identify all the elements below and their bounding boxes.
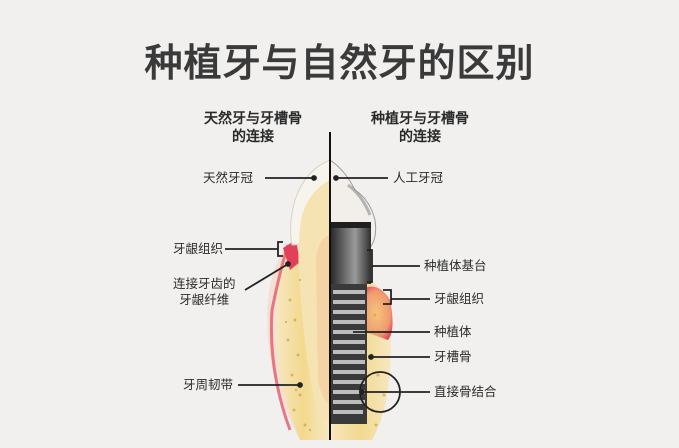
label-natural-crown: 天然牙冠 (203, 170, 254, 185)
label-implant-body: 种植体 (434, 324, 472, 339)
label-artificial-crown: 人工牙冠 (393, 170, 444, 185)
label-implant-abutment: 种植体基台 (424, 258, 487, 273)
label-periodontal-ligament: 牙周韧带 (183, 377, 234, 392)
implant-threads (331, 284, 367, 424)
label-gum-fibers: 连接牙齿的 牙龈纤维 (173, 276, 236, 308)
left-heading-line2: 的连接 (232, 129, 274, 145)
label-gum-fibers-line2: 牙龈纤维 (179, 292, 230, 307)
label-gum-fibers-line1: 连接牙齿的 (173, 276, 236, 291)
left-leaders (225, 175, 317, 388)
right-heading: 种植牙与牙槽骨 的连接 (355, 110, 485, 146)
left-heading: 天然牙与牙槽骨 的连接 (188, 110, 318, 146)
implant-tooth (329, 159, 393, 440)
right-heading-line1: 种植牙与牙槽骨 (371, 111, 469, 127)
left-heading-line1: 天然牙与牙槽骨 (204, 111, 302, 127)
label-gum-tissue-right: 牙龈组织 (434, 291, 485, 306)
right-leaders (333, 175, 430, 413)
label-gum-tissue-left: 牙龈组织 (173, 241, 224, 256)
label-alveolar-bone: 牙槽骨 (434, 349, 472, 364)
right-heading-line2: 的连接 (399, 129, 441, 145)
page-title: 种植牙与自然牙的区别 (144, 41, 535, 85)
label-osseointegration: 直接骨结合 (434, 384, 497, 399)
natural-tooth (267, 159, 331, 440)
